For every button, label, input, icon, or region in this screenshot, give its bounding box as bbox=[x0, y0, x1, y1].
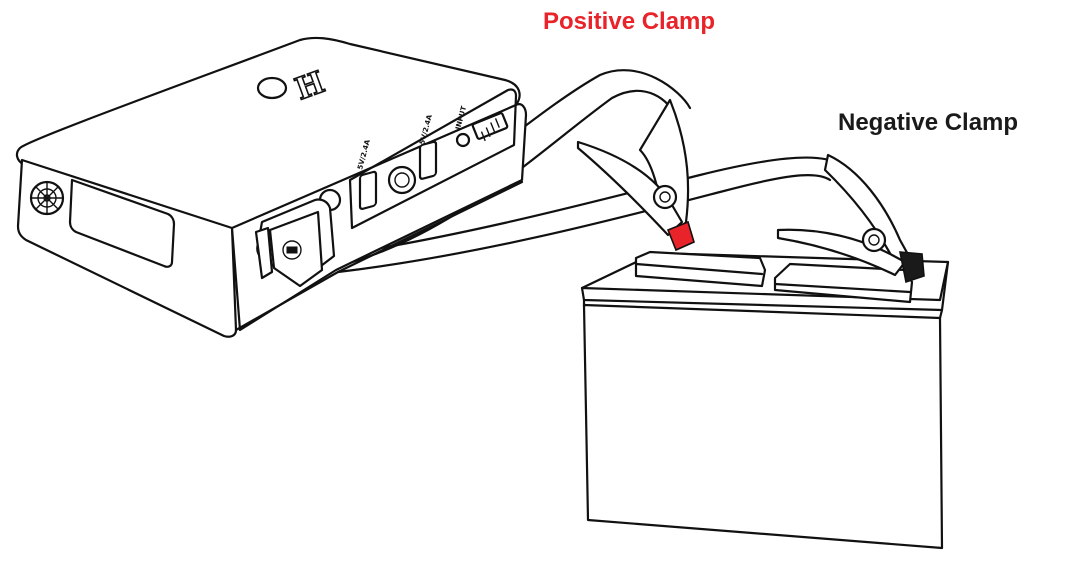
power-button[interactable] bbox=[387, 165, 417, 195]
positive-clamp-handle-lower bbox=[576, 140, 684, 237]
positive-cable-bottom bbox=[328, 89, 678, 270]
battery-level-indicator bbox=[471, 112, 509, 142]
negative-clamp-label: Negative Clamp bbox=[838, 109, 1019, 136]
battery-terminal-negative bbox=[773, 262, 914, 304]
battery-body-front bbox=[582, 303, 944, 550]
input-jack bbox=[455, 132, 471, 148]
side-port-panel bbox=[348, 88, 518, 230]
negative-clamp-jaw bbox=[899, 251, 925, 284]
positive-clamp-label: Positive Clamp bbox=[543, 8, 716, 35]
negative-clamp-pivot bbox=[861, 227, 887, 253]
car-battery bbox=[580, 250, 950, 550]
positive-clamp-jaw bbox=[666, 220, 695, 252]
front-display-window bbox=[68, 178, 176, 268]
positive-clamp-pivot bbox=[652, 184, 678, 210]
battery-lid-rim bbox=[580, 260, 950, 302]
positive-clamp bbox=[576, 98, 695, 252]
negative-clamp bbox=[776, 153, 925, 284]
negative-clamp-handle-lower bbox=[776, 228, 907, 277]
plug-badge-icon bbox=[282, 240, 302, 260]
ec5-connector-plug bbox=[254, 198, 336, 288]
jump-starter-device: H 5V/2.4A 5V/2.4A INPUT bbox=[15, 36, 528, 338]
